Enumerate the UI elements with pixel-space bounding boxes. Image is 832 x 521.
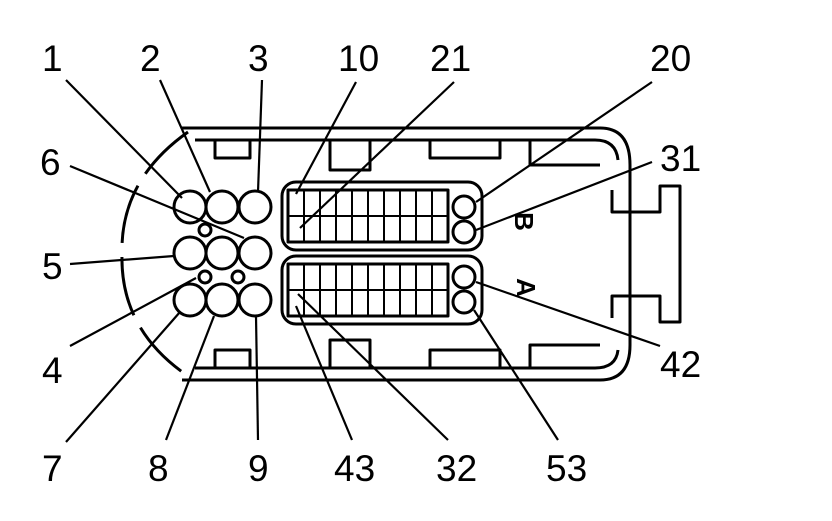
pin-label-42: 42	[660, 344, 702, 385]
leader-42	[475, 280, 661, 348]
pin-label-8: 8	[148, 448, 169, 489]
connector-housing	[182, 126, 632, 382]
leader-lines	[65, 79, 661, 443]
bottom-tab-4	[528, 343, 600, 368]
row-mark-lower: A	[510, 278, 541, 297]
leader-43	[294, 305, 354, 441]
pin-label-20: 20	[650, 38, 692, 79]
leader-8	[164, 315, 216, 441]
row-mark-upper: B	[508, 212, 539, 231]
leader-10	[295, 81, 357, 195]
pin-label-6: 6	[40, 142, 61, 183]
pin-label-10: 10	[338, 38, 380, 79]
cavity-20	[451, 194, 477, 220]
cavity-53	[451, 289, 477, 315]
pin-label-53: 53	[546, 448, 588, 489]
leader-20	[475, 81, 653, 203]
leader-1	[65, 79, 183, 199]
pin-label-32: 32	[436, 448, 478, 489]
pin-label-9: 9	[248, 448, 269, 489]
cavity-grid	[288, 190, 448, 316]
connector-latch	[610, 184, 682, 324]
cavity-small-a	[197, 269, 213, 285]
housing-inner-rail-bottom	[195, 349, 620, 370]
pin-label-3: 3	[248, 38, 269, 79]
cavity-10	[237, 235, 273, 271]
pin-label-1: 1	[42, 38, 63, 79]
leader-5	[69, 254, 175, 266]
bottom-tab-3	[428, 348, 502, 368]
leader-32	[297, 293, 449, 441]
leader-4	[69, 277, 197, 347]
upper-terminal-block	[280, 180, 484, 252]
housing-inner-rail-top	[195, 138, 620, 161]
leader-31	[475, 160, 653, 232]
lower-terminal-block	[280, 254, 484, 326]
cavity-5	[172, 235, 208, 271]
pin-label-2: 2	[140, 38, 161, 79]
top-tab-3	[428, 140, 502, 160]
top-tab-1	[213, 140, 252, 160]
cavity-6	[204, 235, 240, 271]
leader-21	[299, 81, 455, 229]
leader-2	[158, 79, 212, 193]
cavity-42	[451, 264, 477, 290]
pin-label-21: 21	[430, 38, 472, 79]
pin-label-31: 31	[660, 138, 702, 179]
top-tab-4	[528, 140, 600, 167]
top-tab-2	[328, 140, 372, 172]
leader-3	[256, 79, 264, 193]
cavity-31	[451, 219, 477, 245]
cavity-7	[172, 282, 208, 318]
leader-53	[473, 309, 559, 441]
pin-label-4: 4	[42, 350, 63, 391]
leader-7	[65, 311, 181, 443]
cavity-small-c	[197, 222, 213, 238]
leader-9	[254, 315, 260, 441]
pin-label-7: 7	[42, 448, 63, 489]
housing-left-arc	[120, 130, 189, 378]
pin-label-43: 43	[334, 448, 376, 489]
cavity-8	[204, 282, 240, 318]
leader-6	[69, 164, 245, 240]
cavity-9	[237, 282, 273, 318]
cavity-3	[237, 189, 273, 225]
bottom-tab-1	[213, 348, 252, 368]
bottom-tab-2	[328, 338, 372, 368]
cavity-2	[204, 189, 240, 225]
cavity-small-b	[230, 269, 246, 285]
pin-label-5: 5	[42, 246, 63, 287]
